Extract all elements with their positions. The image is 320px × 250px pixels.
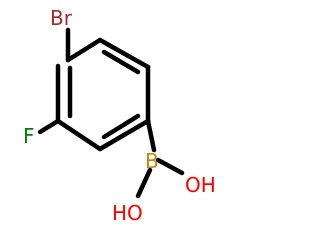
bond-b-ho-bottom <box>135 167 153 199</box>
aromatic-ring <box>55 37 151 152</box>
atom-label-f: F <box>23 124 35 148</box>
inner-double-bond-bottom <box>101 113 141 140</box>
atom-label-ho: HO <box>112 201 143 225</box>
bond-to-f <box>37 118 61 135</box>
ring-edge-top-left <box>65 37 103 63</box>
ring-edge-bottom-right <box>97 118 151 152</box>
inner-double-bond-top <box>101 49 141 75</box>
atom-label-br: Br <box>50 6 73 30</box>
ring-edge-bottom-left <box>55 118 103 152</box>
ring-edge-top-right <box>97 37 151 70</box>
atom-label-oh: OH <box>185 173 216 197</box>
substituent-bonds <box>37 27 185 199</box>
atom-label-b: B <box>145 149 159 173</box>
bond-b-oh-right <box>155 157 185 176</box>
structure-diagram: Br F B OH HO <box>23 6 216 225</box>
bond-to-b <box>145 118 157 153</box>
